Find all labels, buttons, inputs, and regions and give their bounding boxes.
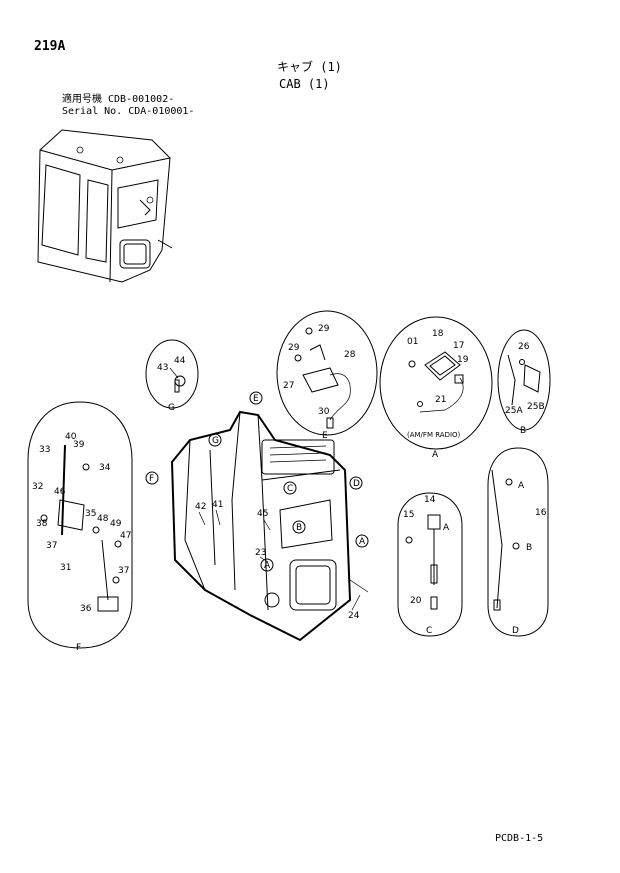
part-number: 28 xyxy=(344,350,356,360)
part-number: 32 xyxy=(32,482,43,492)
svg-text:D: D xyxy=(353,479,360,489)
title-english: CAB (1) xyxy=(279,77,330,91)
part-number: 42 xyxy=(195,502,206,512)
part-number: 38 xyxy=(36,519,48,529)
part-number: 24 xyxy=(348,611,360,621)
serial-range-japanese: 適用号機 CDB-001002- xyxy=(62,94,175,105)
part-number: 47 xyxy=(120,531,131,541)
cab-thumbnail xyxy=(37,129,173,283)
main-callout-d: D xyxy=(349,476,363,490)
part-number: 01 xyxy=(407,337,418,347)
part-number: 37 xyxy=(118,566,129,576)
main-callout-a-right: A xyxy=(355,534,369,548)
view-e-label: E xyxy=(322,431,328,441)
svg-text:C: C xyxy=(287,484,293,494)
view-g-detail: G 43 44 xyxy=(145,339,199,413)
main-callout-a-left: A xyxy=(260,558,274,572)
part-number: 26 xyxy=(518,342,530,352)
part-number: B xyxy=(526,543,532,553)
part-number: 48 xyxy=(97,514,109,524)
view-b-detail: B 26 25A 25B xyxy=(497,329,551,436)
part-number: 43 xyxy=(157,363,168,373)
part-number: 45 xyxy=(257,509,268,519)
part-number: 31 xyxy=(60,563,71,573)
page-number: 219A xyxy=(34,39,66,54)
view-f-detail: F 40 33 39 34 32 46 38 35 48 49 37 47 31… xyxy=(27,401,133,653)
part-number: 46 xyxy=(54,487,66,497)
part-number: 34 xyxy=(99,463,111,473)
part-number: 23 xyxy=(255,548,266,558)
svg-text:E: E xyxy=(253,394,259,404)
part-number: 37 xyxy=(46,541,57,551)
part-number: 21 xyxy=(435,395,446,405)
part-number: 15 xyxy=(403,510,414,520)
part-number: 20 xyxy=(410,596,422,606)
part-number: 27 xyxy=(283,381,294,391)
part-number: 39 xyxy=(73,440,85,450)
serial-range-english: Serial No. CDA-010001- xyxy=(62,106,195,117)
svg-text:G: G xyxy=(212,436,219,446)
part-number: A xyxy=(518,481,525,491)
main-callout-c: C xyxy=(283,481,297,495)
part-number: 44 xyxy=(174,356,186,366)
main-callout-e: E xyxy=(249,391,263,405)
part-number: 40 xyxy=(65,432,77,442)
part-number: 41 xyxy=(212,500,223,510)
part-number: 14 xyxy=(424,495,436,505)
part-number: 35 xyxy=(85,509,96,519)
svg-text:B: B xyxy=(296,523,302,533)
footer-code: PCDB-1-5 xyxy=(495,833,544,844)
svg-text:A: A xyxy=(264,561,271,571)
part-number: 16 xyxy=(535,508,547,518)
view-a-detail: A (AM/FM RADIO) 01 18 17 19 21 xyxy=(379,316,493,460)
part-number: 30 xyxy=(318,407,330,417)
part-number: 36 xyxy=(80,604,92,614)
view-d-detail: D A 16 B xyxy=(487,447,549,637)
svg-text:F: F xyxy=(149,474,154,484)
part-number: A xyxy=(443,523,450,533)
svg-text:A: A xyxy=(359,537,366,547)
view-c-detail: C 14 15 A 20 xyxy=(397,492,463,637)
part-number: 19 xyxy=(457,355,469,365)
view-f-label: F xyxy=(76,643,81,653)
part-number: 33 xyxy=(39,445,50,455)
part-number: 29 xyxy=(288,343,300,353)
main-callout-f: F xyxy=(145,471,159,485)
part-number: 29 xyxy=(318,324,330,334)
radio-note: (AM/FM RADIO) xyxy=(407,431,461,439)
view-c-label: C xyxy=(426,626,432,636)
view-a-label: A xyxy=(432,450,439,460)
view-e-detail: E 29 29 28 27 30 xyxy=(276,310,378,441)
view-b-label: B xyxy=(520,426,526,436)
main-callout-g: G xyxy=(208,433,222,447)
title-japanese: キャブ (1) xyxy=(277,60,342,74)
part-number: 49 xyxy=(110,519,122,529)
part-number: 25B xyxy=(527,402,545,412)
view-d-label: D xyxy=(512,626,519,636)
part-number: 17 xyxy=(453,341,464,351)
view-g-label: G xyxy=(168,403,175,413)
part-number: 25A xyxy=(505,406,523,416)
main-cab-frame xyxy=(170,410,369,642)
main-callout-b: B xyxy=(292,520,306,534)
part-number: 18 xyxy=(432,329,444,339)
